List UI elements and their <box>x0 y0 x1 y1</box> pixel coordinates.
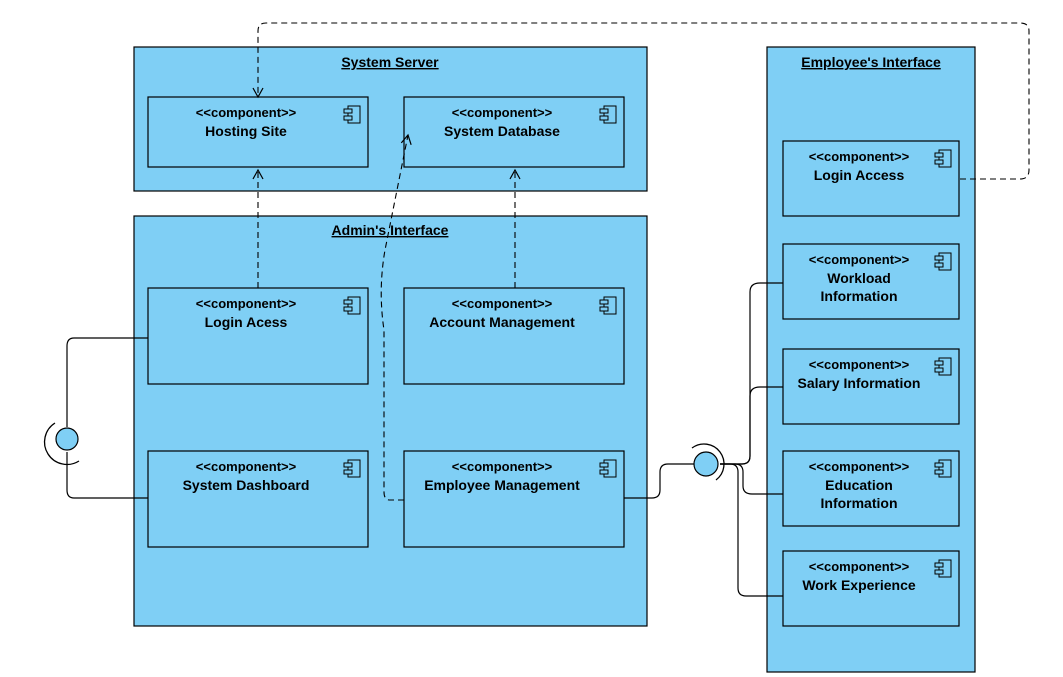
connector-employee-mgmt-to-interface <box>624 463 694 499</box>
component-employee-management: <<component>> Employee Management <box>403 450 625 548</box>
component-name: Salary Information <box>798 375 921 391</box>
component-name: Information <box>821 495 898 511</box>
component-icon <box>343 459 361 478</box>
component-icon <box>934 459 952 478</box>
lollipop-interface-icon-right <box>691 443 725 481</box>
component-name: Work Experience <box>802 577 916 593</box>
connector-interface-to-education <box>720 463 783 495</box>
component-icon <box>599 296 617 315</box>
dependencies <box>252 22 1030 501</box>
lollipop-interface-icon-left <box>43 422 80 466</box>
package-title-employee: Employee's Interface <box>801 54 941 70</box>
component-name: System Database <box>444 123 560 139</box>
connector-dashboard-to-interface <box>66 452 148 499</box>
component-icon <box>934 357 952 376</box>
component-stereotype: <<component>> <box>809 357 910 372</box>
dependency-emp-login-to-hosting <box>252 22 1030 180</box>
component-name: Login Access <box>814 167 905 183</box>
component-name: Login Acess <box>205 314 288 330</box>
component-stereotype: <<component>> <box>809 459 910 474</box>
component-stereotype: <<component>> <box>809 252 910 267</box>
component-system-dashboard: <<component>> System Dashboard <box>147 450 369 548</box>
components-layer: <<component>> Hosting Site <<component>> Sy… <box>147 96 960 627</box>
connector-login-to-interface <box>66 337 148 427</box>
component-icon <box>599 459 617 478</box>
component-account-management: <<component>> Account Management <box>403 287 625 385</box>
package-title-server: System Server <box>341 54 439 70</box>
component-emp-login: <<component>> Login Access <box>782 140 960 217</box>
component-stereotype: <<component>> <box>809 149 910 164</box>
component-stereotype: <<component>> <box>196 105 297 120</box>
component-admin-login: <<component>> Login Acess <box>147 287 369 385</box>
component-stereotype: <<component>> <box>452 459 553 474</box>
component-name: Education <box>825 477 893 493</box>
component-name: Employee Management <box>424 477 580 493</box>
component-name: Workload <box>827 270 891 286</box>
component-stereotype: <<component>> <box>809 559 910 574</box>
component-name: Hosting Site <box>205 123 287 139</box>
component-stereotype: <<component>> <box>452 296 553 311</box>
component-stereotype: <<component>> <box>196 296 297 311</box>
package-title-admin: Admin's Interface <box>332 222 449 238</box>
component-icon <box>934 149 952 168</box>
connector-interface-to-work-experience <box>720 463 783 597</box>
component-icon <box>343 105 361 124</box>
component-salary: <<component>> Salary Information <box>782 348 960 425</box>
component-name: Information <box>821 288 898 304</box>
component-hosting-site: <<component>> Hosting Site <box>147 96 369 168</box>
component-icon <box>934 252 952 271</box>
connector-interface-to-salary <box>720 386 783 465</box>
component-icon <box>599 105 617 124</box>
component-stereotype: <<component>> <box>452 105 553 120</box>
component-name: Account Management <box>429 314 575 330</box>
component-work-experience: <<component>> Work Experience <box>782 550 960 627</box>
component-system-database: <<component>> System Database <box>403 96 625 168</box>
connectors <box>66 282 783 597</box>
component-icon <box>934 559 952 578</box>
package-admin-interface: Admin's Interface <box>133 215 648 627</box>
component-name: System Dashboard <box>183 477 310 493</box>
component-icon <box>343 296 361 315</box>
component-stereotype: <<component>> <box>196 459 297 474</box>
